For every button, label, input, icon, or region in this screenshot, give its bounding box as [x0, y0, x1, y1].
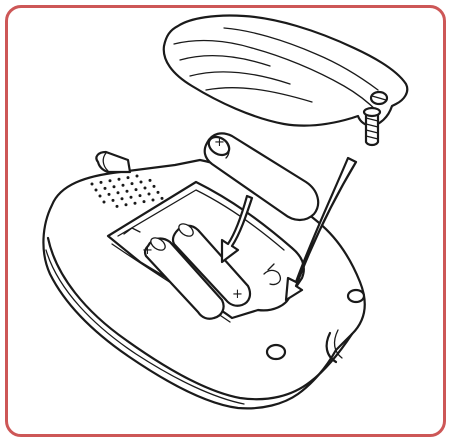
grille-hole — [149, 179, 152, 182]
battery-plus-left: + — [142, 243, 153, 258]
grille-hole — [127, 176, 130, 179]
grille-hole — [121, 197, 124, 200]
grille-hole — [100, 181, 103, 184]
grille-hole — [161, 197, 164, 200]
grille-hole — [95, 189, 98, 192]
grille-hole — [109, 179, 112, 182]
grille-hole — [116, 205, 119, 208]
grille-hole — [99, 195, 102, 198]
battery-plus-right: + — [232, 287, 243, 302]
grille-hole — [104, 187, 107, 190]
grille-hole — [122, 184, 125, 187]
body-screw-left — [267, 345, 285, 359]
grille-hole — [135, 188, 138, 191]
grille-hole — [118, 178, 121, 181]
grille-hole — [91, 183, 94, 186]
grille-hole — [152, 199, 155, 202]
grille-hole — [103, 201, 106, 204]
grille-hole — [112, 199, 115, 202]
grille-hole — [144, 187, 147, 190]
grille-hole — [113, 185, 116, 188]
grille-hole — [148, 193, 151, 196]
grille-hole — [108, 193, 111, 196]
body-screw-right — [348, 290, 364, 302]
grille-hole — [139, 194, 142, 197]
grille-hole — [136, 175, 139, 178]
grille-hole — [143, 200, 146, 203]
grille-hole — [134, 202, 137, 205]
grille-hole — [131, 182, 134, 185]
grille-hole — [126, 190, 129, 193]
grille-hole — [130, 196, 133, 199]
battery-plus-loose: + — [214, 135, 225, 150]
grille-hole — [140, 181, 143, 184]
grille-hole — [157, 191, 160, 194]
grille-hole — [117, 191, 120, 194]
grille-hole — [153, 185, 156, 188]
screw-icon — [364, 108, 380, 145]
grille-hole — [125, 203, 128, 206]
